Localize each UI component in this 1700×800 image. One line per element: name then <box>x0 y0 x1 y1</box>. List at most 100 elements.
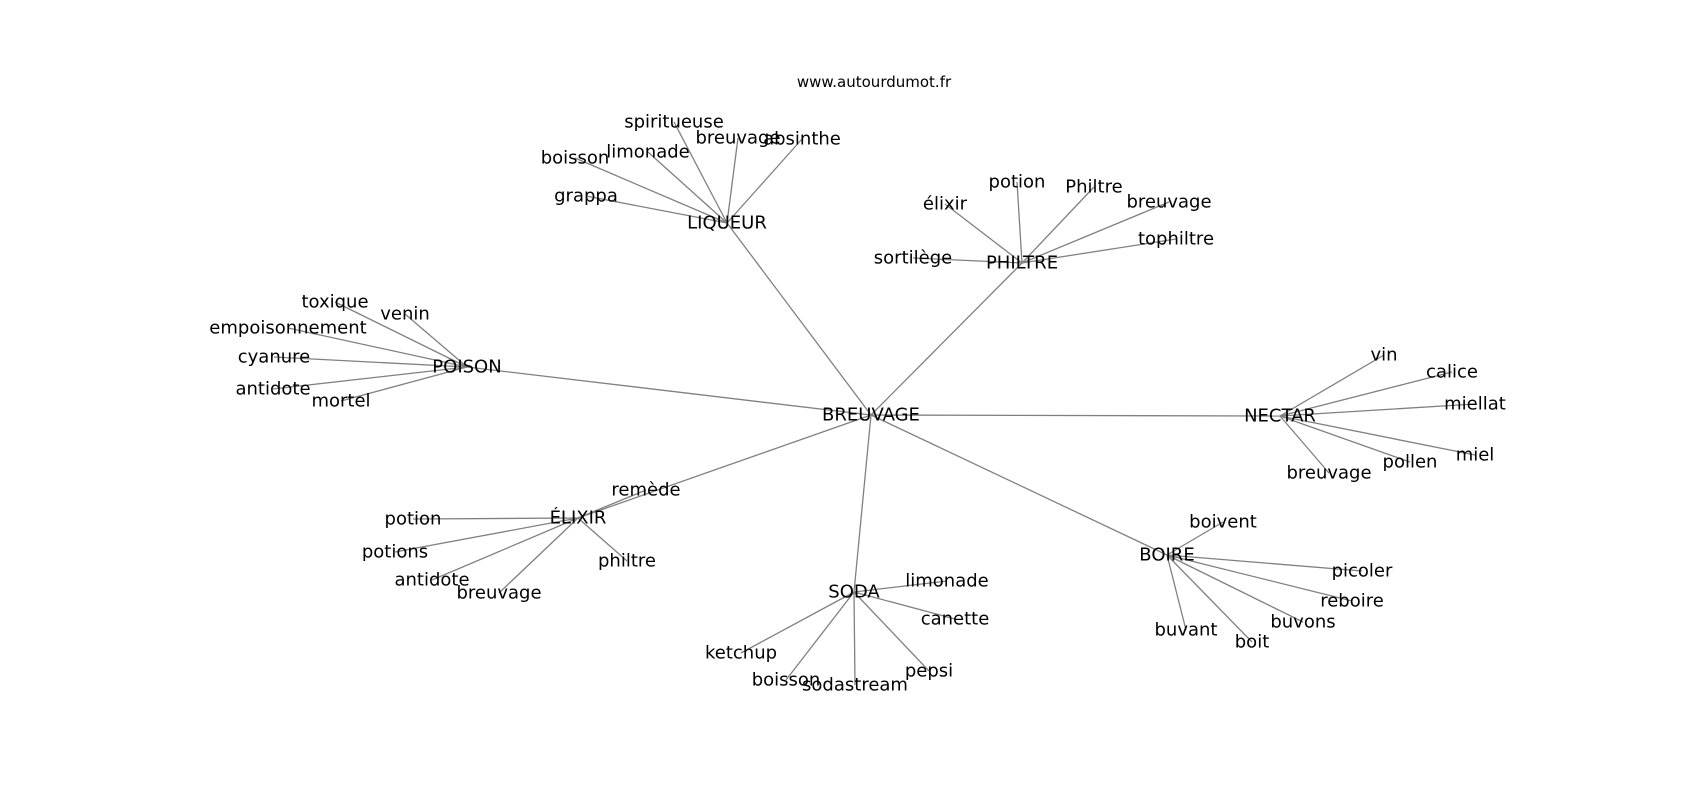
edge-poison-leaf <box>272 366 468 390</box>
leaf-node[interactable]: remède <box>611 480 680 501</box>
edge-philtre-leaf <box>1021 186 1095 264</box>
leaf-node[interactable]: limonade <box>606 142 690 163</box>
leaf-node[interactable]: empoisonnement <box>209 318 366 339</box>
leaf-node[interactable]: venin <box>380 304 430 325</box>
leaf-node[interactable]: boisson <box>541 148 610 169</box>
hub-node-philtre[interactable]: PHILTRE <box>986 253 1058 274</box>
edge-philtre-leaf <box>1021 201 1170 264</box>
leaf-node[interactable]: potions <box>362 542 428 563</box>
edge-liqueur-leaf <box>647 151 728 224</box>
leaf-node[interactable]: breuvage <box>1126 192 1211 213</box>
hub-node-soda[interactable]: SODA <box>828 582 880 603</box>
leaf-node[interactable]: absinthe <box>763 129 841 150</box>
leaf-node[interactable]: canette <box>921 609 990 630</box>
edge-nectar-leaf <box>1279 415 1476 456</box>
edge-boire-leaf <box>1166 521 1224 556</box>
edge-nectar-leaf <box>1279 415 1330 474</box>
leaf-node[interactable]: antidote <box>235 379 310 400</box>
edge-boire-leaf <box>1166 554 1304 623</box>
edge-soda-leaf <box>740 591 855 654</box>
leaf-node[interactable]: breuvage <box>1286 463 1371 484</box>
edge-nectar-leaf <box>1279 354 1385 417</box>
edge-poison-leaf <box>273 356 468 368</box>
leaf-node[interactable]: miellat <box>1444 394 1506 415</box>
leaf-node[interactable]: breuvage <box>456 583 541 604</box>
edge-poison-leaf <box>340 366 468 402</box>
hub-node-nectar[interactable]: NECTAR <box>1244 406 1316 427</box>
edge-center-liqueur <box>726 222 872 416</box>
leaf-node[interactable]: buvons <box>1270 612 1335 633</box>
leaf-node[interactable]: mortel <box>311 391 370 412</box>
leaf-node[interactable]: ketchup <box>705 643 777 664</box>
leaf-node[interactable]: boisson <box>752 670 821 691</box>
edge-poison-leaf <box>287 327 468 368</box>
edge-nectar-leaf <box>1279 403 1476 417</box>
edge-philtre-leaf <box>1021 238 1177 264</box>
edge-elixir-leaf <box>577 517 628 562</box>
edge-poison-leaf <box>334 301 468 368</box>
leaf-node[interactable]: pepsi <box>905 661 953 682</box>
leaf-node[interactable]: élixir <box>923 194 968 215</box>
edge-philtre-leaf <box>944 203 1023 264</box>
leaf-node[interactable]: vin <box>1370 345 1397 366</box>
leaf-node[interactable]: miel <box>1456 445 1495 466</box>
leaf-node[interactable]: boivent <box>1189 512 1257 533</box>
edge-poison-leaf <box>404 313 468 368</box>
edge-center-soda <box>853 414 872 593</box>
edge-elixir-leaf <box>577 489 647 519</box>
leaf-node[interactable]: limonade <box>905 571 989 592</box>
edge-boire-leaf <box>1166 554 1187 631</box>
edge-liqueur-leaf <box>585 195 728 224</box>
leaf-node[interactable]: boit <box>1235 632 1270 653</box>
edge-soda-leaf <box>853 591 930 672</box>
leaf-node[interactable]: potion <box>989 172 1046 193</box>
edge-soda-leaf <box>785 591 855 681</box>
edge-elixir-leaf <box>498 517 579 594</box>
edge-nectar-leaf <box>1279 415 1411 463</box>
edge-soda-leaf <box>853 580 948 593</box>
leaf-node[interactable]: grappa <box>554 186 618 207</box>
edge-liqueur-leaf <box>726 138 803 224</box>
leaf-node[interactable]: pollen <box>1383 452 1438 473</box>
graph-edges <box>272 121 1476 686</box>
edge-elixir-leaf <box>431 517 579 581</box>
edge-boire-leaf <box>1166 554 1253 643</box>
hub-node-poison[interactable]: POISON <box>432 357 501 378</box>
leaf-node[interactable]: antidote <box>394 570 469 591</box>
leaf-node[interactable]: cyanure <box>238 347 310 368</box>
leaf-node[interactable]: toxique <box>301 292 368 313</box>
edge-center-nectar <box>870 414 1281 417</box>
edge-center-elixir <box>577 414 872 519</box>
leaf-node[interactable]: calice <box>1426 362 1478 383</box>
edge-center-boire <box>870 414 1168 556</box>
edge-philtre-leaf <box>1016 181 1023 264</box>
edge-soda-leaf <box>853 591 956 620</box>
edge-elixir-leaf <box>412 517 579 520</box>
graph-nodes: BREUVAGELIQUEURspiritueusebreuvageabsint… <box>209 112 1506 696</box>
leaf-node[interactable]: buvant <box>1155 620 1218 641</box>
edge-center-poison <box>466 366 872 416</box>
leaf-node[interactable]: sodastream <box>802 675 908 696</box>
site-label: www.autourdumot.fr <box>797 73 952 91</box>
leaf-node[interactable]: tophiltre <box>1138 229 1214 250</box>
leaf-node[interactable]: breuvage <box>695 128 780 149</box>
leaf-node[interactable]: sortilège <box>874 248 952 269</box>
leaf-node[interactable]: Philtre <box>1065 177 1122 198</box>
edge-liqueur-leaf <box>726 137 739 224</box>
hub-node-liqueur[interactable]: LIQUEUR <box>687 213 767 234</box>
hub-node-boire[interactable]: BOIRE <box>1139 545 1194 566</box>
leaf-node[interactable]: potion <box>385 509 442 530</box>
edge-liqueur-leaf <box>574 157 728 224</box>
center-node[interactable]: BREUVAGE <box>822 405 920 426</box>
edge-elixir-leaf <box>394 517 579 553</box>
leaf-node[interactable]: reboire <box>1320 591 1384 612</box>
edge-boire-leaf <box>1166 554 1353 602</box>
leaf-node[interactable]: spiritueuse <box>624 112 724 133</box>
leaf-node[interactable]: philtre <box>598 551 656 572</box>
edge-philtre-leaf <box>912 257 1023 264</box>
leaf-node[interactable]: picoler <box>1332 561 1393 582</box>
hub-node-elixir[interactable]: ÉLIXIR <box>550 507 607 529</box>
edge-nectar-leaf <box>1279 371 1453 417</box>
edge-liqueur-leaf <box>673 121 728 224</box>
